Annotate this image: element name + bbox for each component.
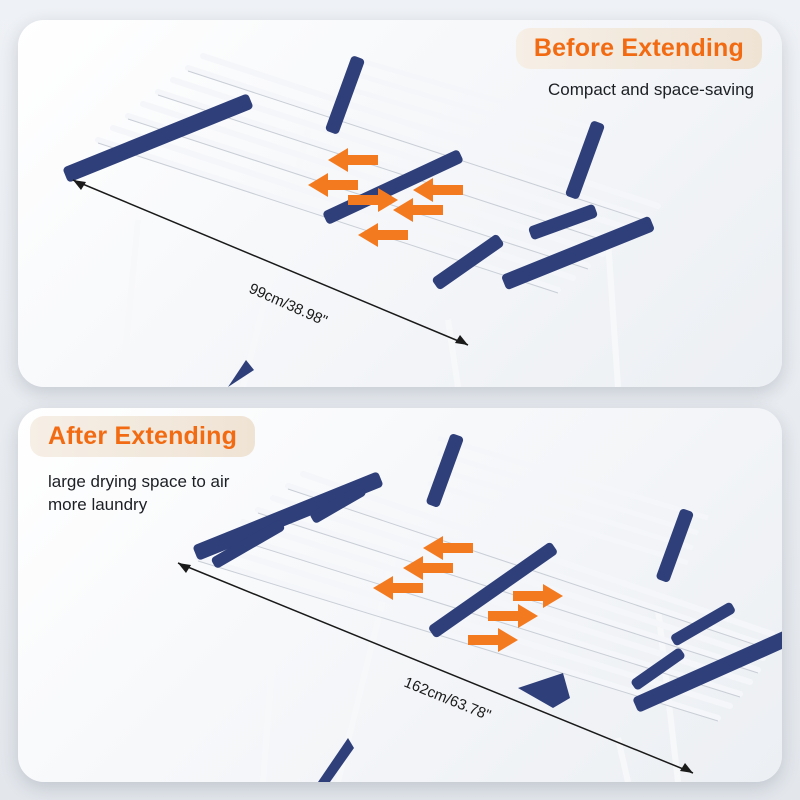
after-dimension-label: 162cm/63.78": [402, 674, 494, 724]
compact-rack-image: 99cm/38.98": [63, 53, 661, 387]
before-subtitle: Compact and space-saving: [547, 80, 754, 99]
after-extending-panel: 162cm/63.78" After Extending large dryin…: [18, 408, 782, 782]
before-extending-panel: 99cm/38.98" Before Extending Compact and…: [18, 20, 782, 387]
after-title: After Extending: [30, 416, 256, 457]
extended-rack-image: 162cm/63.78": [177, 433, 782, 782]
after-subtitle: large drying space to air more laundry: [48, 472, 230, 514]
before-title: Before Extending: [515, 28, 762, 69]
